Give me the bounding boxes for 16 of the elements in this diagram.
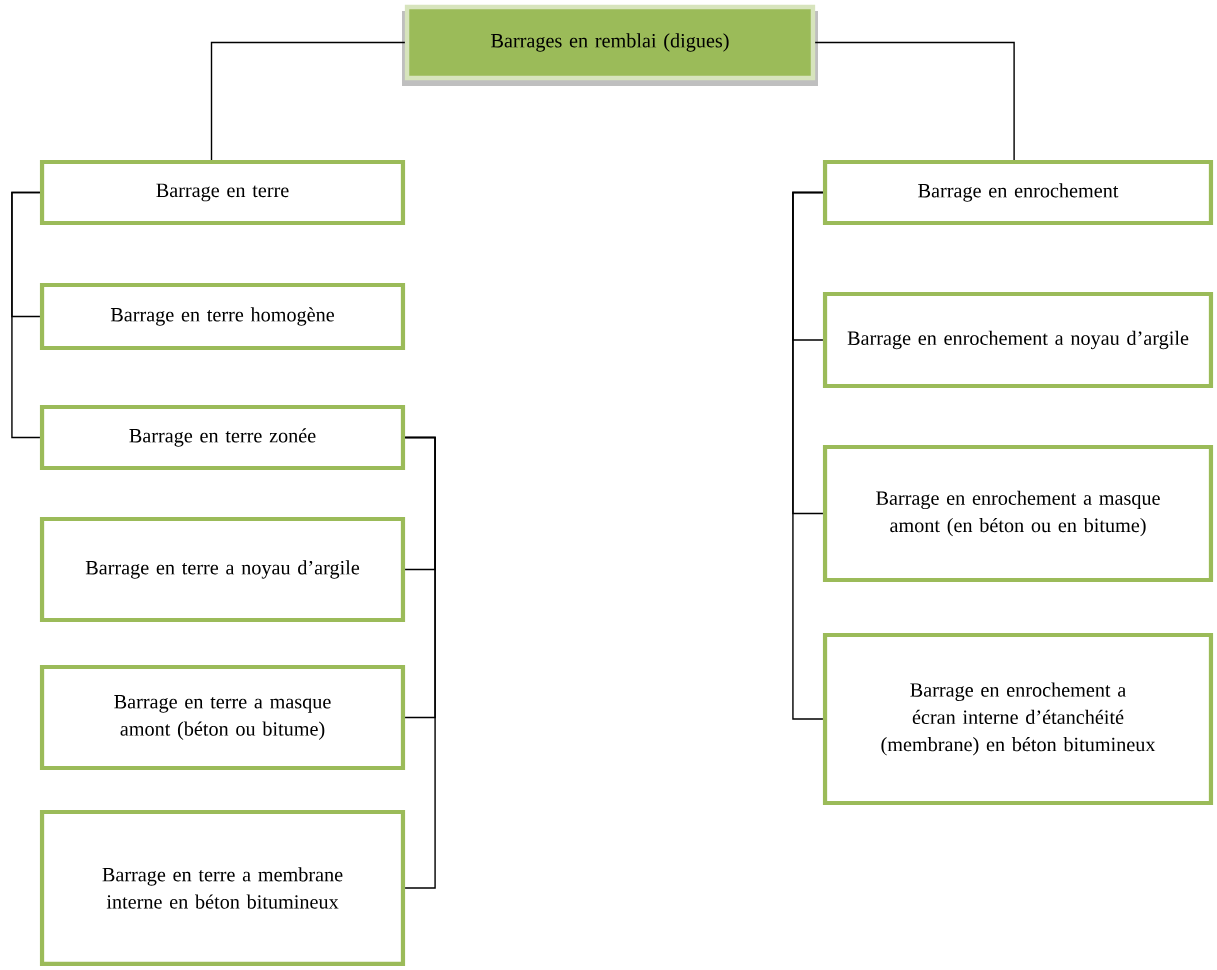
connector-line: [814, 41, 1015, 161]
category-box: Barrage en enrochement a masque amont (en béton ou en bitume): [822, 444, 1214, 583]
category-box: Barrage en terre zonée: [39, 404, 406, 471]
category-box: Barrage en terre: [39, 159, 406, 226]
connector-line: [404, 436, 436, 889]
category-box: Barrage en enrochement: [822, 159, 1214, 226]
category-box: Barrage en terre a membrane interne en béton bitumineux: [39, 809, 406, 967]
connector-line: [11, 191, 41, 439]
connector-line: [210, 41, 406, 161]
category-box: Barrage en terre homogène: [39, 282, 406, 351]
category-box: Barrage en terre a noyau d’argile: [39, 516, 406, 623]
connector-line: [792, 191, 824, 720]
category-box: Barrage en terre a masque amont (béton ou bitume): [39, 664, 406, 771]
category-box: Barrage en enrochement a noyau d’argile: [822, 291, 1214, 389]
category-box: Barrage en enrochement a écran interne d’étanchéité (membrane) en béton bitumineux: [822, 632, 1214, 806]
title-box: Barrages en remblai (digues): [402, 4, 818, 86]
